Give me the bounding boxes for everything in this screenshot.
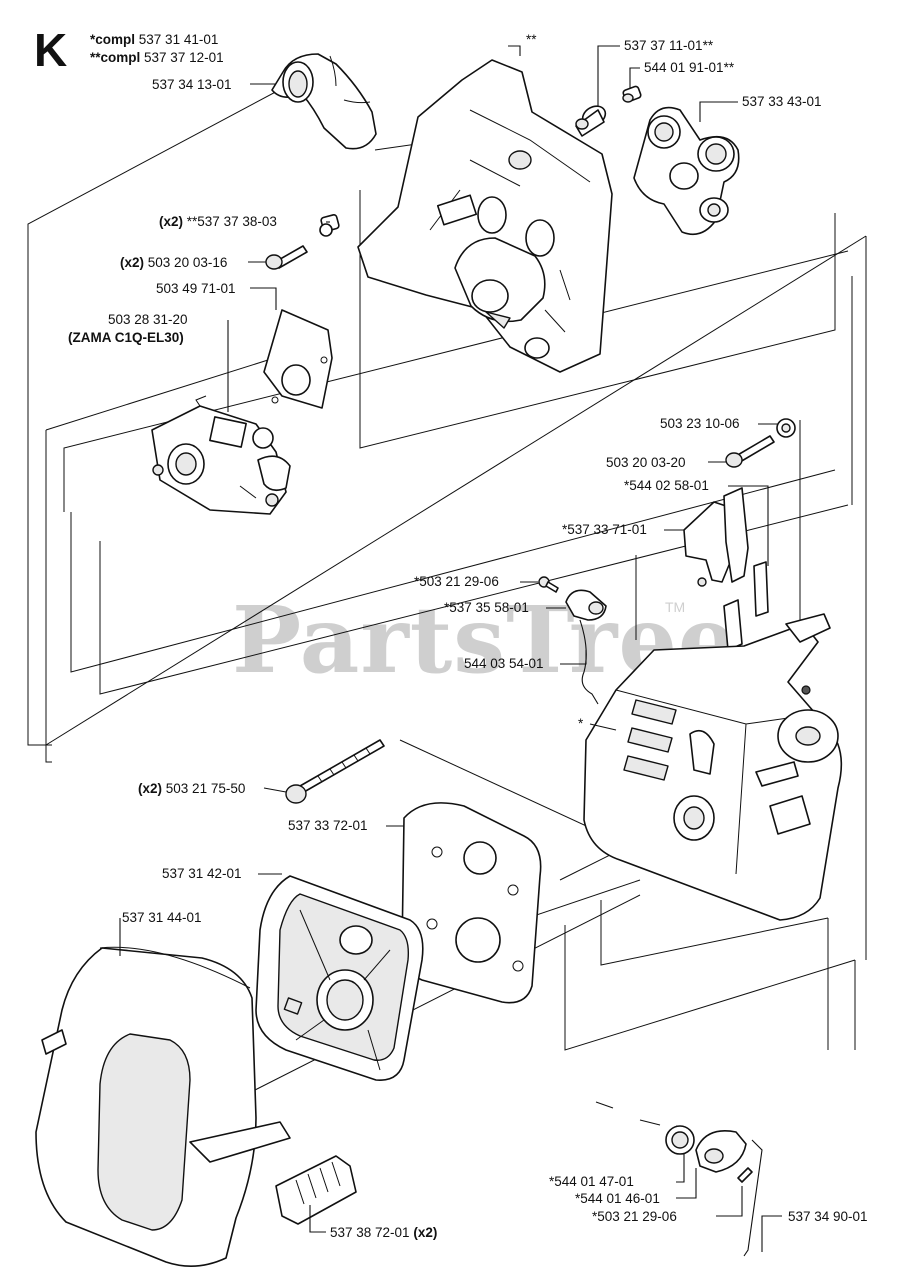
filter-seal-part: [401, 802, 542, 1004]
label-537-33-71-01: *537 33 71-01: [562, 522, 647, 537]
spacer-part: [319, 214, 340, 237]
label-537-33-43-01: 537 33 43-01: [742, 94, 822, 109]
kit-compl-2: **compl 537 37 12-01: [90, 50, 224, 65]
seal-ring-part: [665, 1125, 695, 1155]
label-537-33-72-01: 537 33 72-01: [288, 818, 368, 833]
kit-compl-1: *compl 537 31 41-01: [90, 32, 218, 47]
label-537-38-72-01: 537 38 72-01 (x2): [330, 1225, 437, 1240]
screw-small-part: [725, 435, 775, 468]
label-537-37-38-03: (x2) **537 37 38-03: [159, 214, 277, 229]
air-filter-part: [255, 875, 424, 1081]
leader-lines: [119, 45, 782, 1252]
label-544-02-58-01: *544 02 58-01: [624, 478, 709, 493]
label-503-21-75-50: (x2) 503 21 75-50: [138, 781, 245, 796]
label-537-34-90-01: 537 34 90-01: [788, 1209, 868, 1224]
watermark-trademark: TM: [665, 599, 685, 615]
small-screw-part: [538, 576, 559, 593]
bushing-part: [575, 105, 607, 137]
part-labels: 537 34 13-01 ** 537 37 11-01** 544 01 91…: [68, 32, 868, 1240]
screw-part: [265, 245, 308, 270]
label-503-28-31-20: 503 28 31-20: [108, 312, 188, 327]
long-bolt-part: [285, 739, 385, 804]
choke-lever-part: [683, 487, 769, 651]
label-544-01-91-01: 544 01 91-01**: [644, 60, 735, 75]
plate-screw-part: [737, 1167, 753, 1183]
label-537-34-13-01: 537 34 13-01: [152, 77, 232, 92]
label-544-03-54-01: 544 03 54-01: [464, 656, 544, 671]
label-503-49-71-01: 503 49 71-01: [156, 281, 236, 296]
air-filter-housing-part: [583, 613, 843, 921]
air-filter-cover-part: [35, 946, 291, 1267]
choke-plate-part: [695, 1130, 747, 1173]
label-503-20-03-20: 503 20 03-20: [606, 455, 686, 470]
section-letter: K: [34, 24, 67, 76]
manifold-part: [633, 106, 740, 236]
label-mount-marker: **: [526, 32, 537, 47]
label-544-01-46-01: *544 01 46-01: [575, 1191, 660, 1206]
label-503-20-03-16: (x2) 503 20 03-16: [120, 255, 227, 270]
label-zama-carburetor: (ZAMA C1Q-EL30): [68, 330, 184, 345]
label-503-23-10-06: 503 23 10-06: [660, 416, 740, 431]
choke-rod-part: [743, 1139, 763, 1257]
intake-elbow-part: [271, 53, 377, 150]
label-503-21-29-06-top: *503 21 29-06: [414, 574, 499, 589]
clip-part: [275, 1155, 357, 1225]
label-537-35-58-01: *537 35 58-01: [444, 600, 529, 615]
spring-bracket-part: [565, 589, 607, 705]
label-537-31-42-01: 537 31 42-01: [162, 866, 242, 881]
carburetor-mount-part: [357, 59, 613, 373]
washer-part: [776, 418, 796, 438]
label-housing-marker: *: [578, 716, 584, 731]
label-537-37-11-01: 537 37 11-01**: [624, 38, 714, 53]
carburetor-part: [151, 395, 291, 515]
label-537-31-44-01: 537 31 44-01: [122, 910, 202, 925]
pin-part: [622, 85, 642, 103]
label-544-01-47-01: *544 01 47-01: [549, 1174, 634, 1189]
gasket-part: [263, 309, 333, 409]
label-503-21-29-06-bottom: *503 21 29-06: [592, 1209, 677, 1224]
